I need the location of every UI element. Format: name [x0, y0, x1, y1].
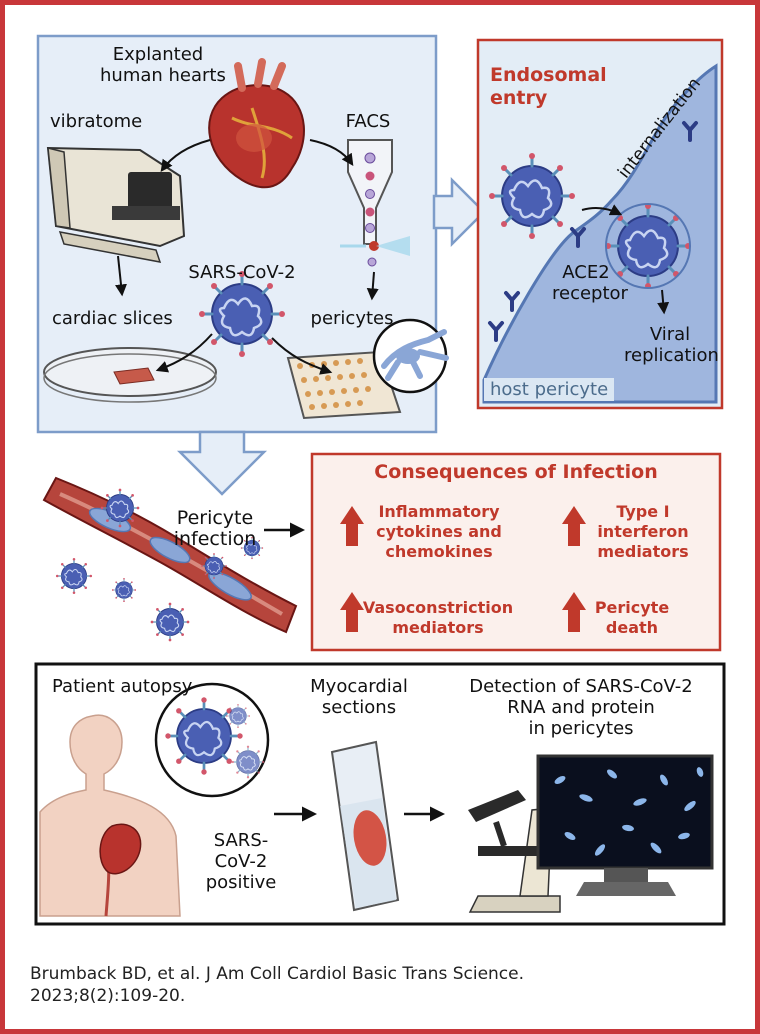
to-infection-arrow — [176, 430, 268, 496]
pericyte-zoom-icon — [372, 318, 449, 394]
virus-label: SARS-CoV-2 — [188, 262, 296, 283]
heart-illustration — [208, 58, 305, 189]
blood-vessel-illustration — [42, 476, 298, 643]
host-cell-membrane — [482, 63, 718, 404]
sars-cov-2-virus-icon — [197, 269, 287, 359]
monitor-illustration — [536, 754, 714, 896]
cardiac-slices-label: cardiac slices — [52, 308, 173, 329]
myocardial-slide-illustration — [330, 740, 400, 912]
to-endosomal-arrow — [432, 176, 486, 248]
petri-dish-illustration — [43, 347, 217, 403]
pericytes-label: pericytes — [310, 308, 394, 329]
facs-label: FACS — [345, 111, 391, 132]
citation: Brumback BD, et al. J Am Coll Cardiol Ba… — [30, 964, 525, 1006]
host-pericyte-label: host pericyte — [484, 378, 615, 401]
patient-autopsy-label: Patient autopsy — [52, 676, 193, 697]
facs-illustration — [340, 139, 410, 267]
patient-body-illustration — [39, 714, 181, 917]
vibratome-illustration — [46, 146, 186, 263]
consequences-panel — [310, 452, 722, 652]
well-plate-illustration — [286, 350, 402, 420]
virus-binding-icon — [487, 151, 577, 241]
vibratome-label: vibratome — [50, 111, 143, 132]
consequences-title: Consequences of Infection — [374, 461, 658, 483]
